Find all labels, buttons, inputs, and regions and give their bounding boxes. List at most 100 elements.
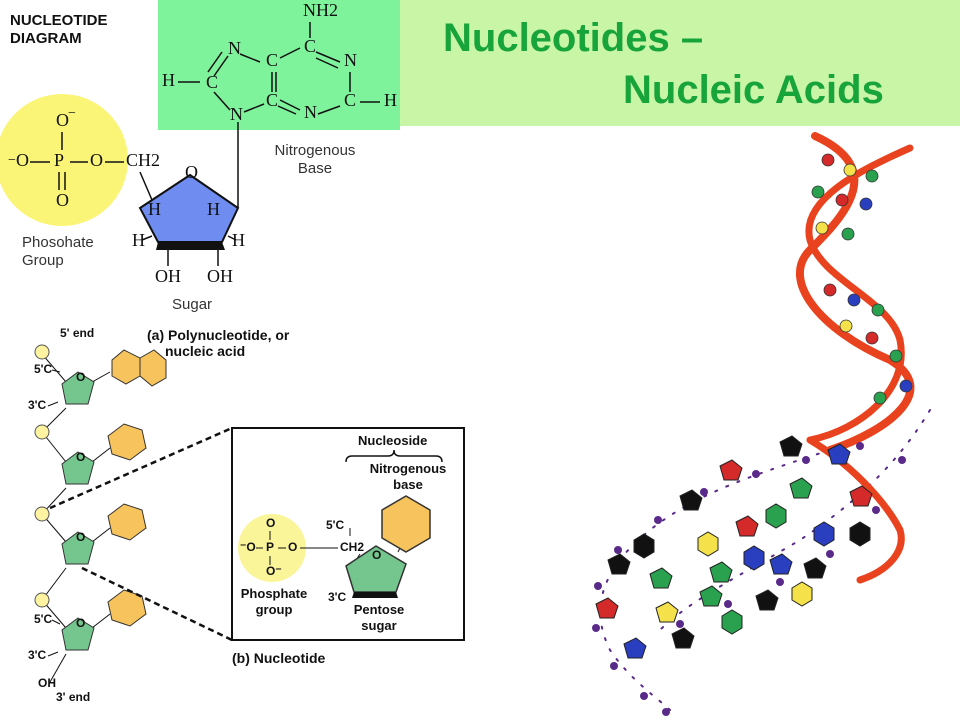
inset-phosphate-group-line-2: group bbox=[255, 602, 293, 617]
inset-pentose-sugar-label: Pentose sugar bbox=[344, 602, 414, 634]
terminal-oh-label: OH bbox=[38, 676, 56, 690]
corner-title-line-2: DIAGRAM bbox=[10, 30, 82, 47]
polynucleotide-diagram: 5' end 5'C 3'C 5'C 3'C OH 3' end O O O O… bbox=[28, 326, 465, 704]
helix-base-dot bbox=[841, 227, 855, 241]
base-c6: C bbox=[304, 36, 316, 56]
base-hexagon bbox=[791, 581, 813, 607]
strand-base bbox=[107, 423, 147, 461]
helix-base-dot bbox=[871, 303, 885, 317]
five-prime-end-label: 5' end bbox=[60, 326, 94, 340]
backbone-bead bbox=[594, 582, 602, 590]
base-n9: N bbox=[230, 104, 243, 124]
helix-base-dot bbox=[889, 349, 903, 363]
helix-base-dot bbox=[859, 197, 873, 211]
base-pentagon bbox=[671, 627, 695, 649]
base-nh2: NH2 bbox=[303, 0, 338, 20]
inset-phosphate-o-right: O bbox=[288, 540, 297, 554]
inset-phosphate-p: P bbox=[266, 540, 274, 554]
strand-sugar bbox=[61, 531, 95, 565]
helix-base-dot bbox=[865, 169, 879, 183]
phosphate-o-top: O bbox=[56, 110, 69, 130]
phosphate-minus-left: − bbox=[8, 153, 16, 168]
helix-base-dot bbox=[899, 379, 913, 393]
base-hexagon bbox=[721, 609, 743, 635]
base-pentagon bbox=[735, 515, 759, 537]
inset-pentose-sugar-line-1: Pentose bbox=[353, 602, 405, 617]
base-pentagon bbox=[595, 597, 619, 619]
base-h2: H bbox=[384, 90, 397, 110]
helix-ribbon-front bbox=[795, 132, 915, 454]
strand-sugar bbox=[61, 371, 95, 405]
inset-nitrogenous-base-line-2: base bbox=[393, 477, 423, 492]
base-pentagon bbox=[849, 485, 873, 507]
inset-base-hexagon bbox=[381, 495, 431, 553]
inset-phosphate-disc bbox=[238, 514, 306, 582]
dna-double-helix-illustration bbox=[592, 132, 931, 716]
base-hexagon bbox=[633, 533, 655, 559]
nucleotide-structure-diagram: O − − O P O O CH2 O H H H H OH OH NH2 C … bbox=[0, 0, 397, 286]
inset-nitrogenous-base-line-1: Nitrogenous bbox=[369, 461, 447, 476]
inset-phosphate-o-left: ⁻O bbox=[240, 540, 256, 554]
five-prime-c-label: 5'C bbox=[34, 362, 53, 376]
base-pentagon bbox=[803, 557, 827, 579]
helix-base-dot bbox=[835, 193, 849, 207]
sugar-h-right: H bbox=[207, 199, 220, 219]
backbone-bead bbox=[776, 578, 784, 586]
helix-base-dot bbox=[823, 283, 837, 297]
base-hexagon bbox=[697, 531, 719, 557]
phosphate-group-label-line-1: Phosohate bbox=[22, 234, 94, 251]
strand-phosphate bbox=[34, 344, 50, 360]
backbone-bead bbox=[640, 692, 648, 700]
base-pentagon bbox=[827, 443, 851, 465]
base-pentagon bbox=[623, 637, 647, 659]
inset-nitrogenous-base-label: Nitrogenous base bbox=[362, 461, 454, 493]
phosphate-group-label-line-2: Group bbox=[22, 252, 64, 269]
backbone-bead bbox=[700, 488, 708, 496]
nitrogenous-base-label-line-2: Base bbox=[297, 160, 333, 177]
inset-three-c-label: 3'C bbox=[328, 590, 347, 604]
corner-title: NUCLEOTIDE DIAGRAM bbox=[10, 12, 108, 48]
inset-phosphate-group-line-1: Phosphate bbox=[240, 586, 308, 601]
title-line-1: Nucleotides – bbox=[443, 16, 704, 60]
helix-ribbon-tail bbox=[806, 436, 905, 584]
base-hexagon bbox=[743, 545, 765, 571]
backbone-bead bbox=[676, 620, 684, 628]
base-pentagon bbox=[649, 567, 673, 589]
sugar-oh-left: OH bbox=[155, 266, 181, 286]
base-pentagon bbox=[607, 553, 631, 575]
inset-ch2-label: CH2 bbox=[340, 540, 364, 554]
three-prime-end-label: 3' end bbox=[56, 690, 90, 704]
base-c5: C bbox=[266, 50, 278, 70]
base-c8: C bbox=[206, 72, 218, 92]
base-n7: N bbox=[228, 38, 241, 58]
base-hexagon bbox=[849, 521, 871, 547]
sugar-o-label: O bbox=[76, 370, 85, 384]
caption-a: (a) Polynucleotide, or nucleic acid bbox=[147, 327, 289, 359]
inset-phosphate-group-label: Phosphate group bbox=[236, 586, 312, 618]
backbone-bead bbox=[654, 516, 662, 524]
three-prime-c-label-lower: 3'C bbox=[28, 648, 47, 662]
phosphate-o-right: O bbox=[90, 150, 103, 170]
backbone-bead bbox=[802, 456, 810, 464]
backbone-bead bbox=[872, 506, 880, 514]
sugar-o-label: O bbox=[76, 450, 85, 464]
inset-pentose-sugar-line-2: sugar bbox=[361, 618, 397, 633]
sugar-h-c3: H bbox=[232, 230, 245, 250]
helix-base-dot bbox=[873, 391, 887, 405]
base-n3: N bbox=[304, 102, 317, 122]
sugar-ring-o: O bbox=[185, 162, 198, 182]
helix-base-dot bbox=[847, 293, 861, 307]
base-pentagon bbox=[789, 477, 813, 499]
helix-ribbon-back bbox=[805, 144, 914, 444]
helix-base-dot bbox=[821, 153, 835, 167]
sugar-o-label: O bbox=[76, 616, 85, 630]
base-pentagon bbox=[779, 435, 803, 457]
helix-base-dot bbox=[815, 221, 829, 235]
caption-b: (b) Nucleotide bbox=[232, 650, 326, 666]
phosphate-disc bbox=[0, 94, 128, 226]
backbone-bead bbox=[898, 456, 906, 464]
title-line-2: Nucleic Acids bbox=[623, 68, 884, 112]
backbone-outer bbox=[599, 449, 831, 711]
base-h8: H bbox=[162, 70, 175, 90]
strand-base bbox=[107, 589, 147, 627]
